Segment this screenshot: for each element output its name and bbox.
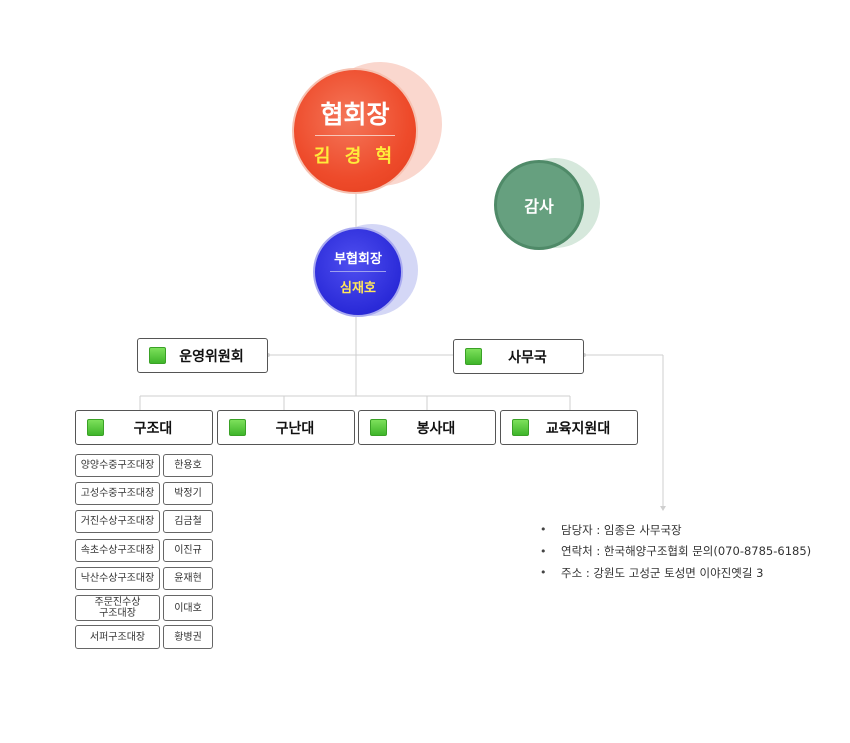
leader-name-cell: 김금철 <box>163 510 213 533</box>
leader-role-cell: 서퍼구조대장 <box>75 625 160 649</box>
unit-label: 구조대 <box>133 420 173 437</box>
secretariat-box[interactable]: 사무국 <box>453 339 584 374</box>
leader-name-cell: 박정기 <box>163 482 213 505</box>
leader-name-cell: 이진규 <box>163 539 213 562</box>
secretariat-marker-icon <box>465 348 482 365</box>
vice-president-title: 부협회장 <box>330 248 386 272</box>
contact-address-text: 주소 : 강원도 고성군 토성면 이야진옛길 3 <box>561 565 764 580</box>
contact-info-item: • 담당자 : 임종은 사무국장 <box>540 519 811 541</box>
president-title: 협회장 <box>315 95 395 136</box>
info-arrowhead <box>660 506 666 511</box>
unit-education-box[interactable]: 교육지원대 <box>500 410 638 445</box>
president-name: 김 경 혁 <box>313 145 397 167</box>
unit-label: 교육지원대 <box>545 420 611 437</box>
unit-salvage-box[interactable]: 구난대 <box>217 410 355 445</box>
leader-name-cell: 한용호 <box>163 454 213 477</box>
leader-name-cell: 윤재현 <box>163 567 213 590</box>
leader-name-cell: 황병권 <box>163 625 213 649</box>
secretariat-label: 사무국 <box>508 349 547 366</box>
vice-president-node[interactable]: 부협회장 심재호 <box>313 227 403 317</box>
contact-person-text: 담당자 : 임종은 사무국장 <box>561 522 682 537</box>
unit-marker-icon <box>87 419 104 436</box>
bullet-icon: • <box>540 523 547 537</box>
president-node[interactable]: 협회장 김 경 혁 <box>292 68 418 194</box>
leader-role-cell: 주문진수상 구조대장 <box>75 595 160 621</box>
contact-info-list: • 담당자 : 임종은 사무국장 • 연락처 : 한국해양구조협회 문의(070… <box>540 519 811 584</box>
committee-box[interactable]: 운영위원회 <box>137 338 268 373</box>
leader-role-cell: 고성수중구조대장 <box>75 482 160 505</box>
contact-info-item: • 주소 : 강원도 고성군 토성면 이야진옛길 3 <box>540 562 811 584</box>
unit-label: 봉사대 <box>416 420 456 437</box>
leader-role-cell: 속초수상구조대장 <box>75 539 160 562</box>
unit-volunteer-box[interactable]: 봉사대 <box>358 410 496 445</box>
leader-role-cell: 거진수상구조대장 <box>75 510 160 533</box>
leader-name-cell: 이대호 <box>163 595 213 621</box>
leader-role-cell: 양양수중구조대장 <box>75 454 160 477</box>
unit-label: 구난대 <box>275 420 315 437</box>
audit-title: 감사 <box>524 197 554 216</box>
contact-info-item: • 연락처 : 한국해양구조협회 문의(070-8785-6185) <box>540 541 811 563</box>
committee-label: 운영위원회 <box>179 348 244 365</box>
audit-node[interactable]: 감사 <box>494 160 584 250</box>
leader-role-cell: 낙산수상구조대장 <box>75 567 160 590</box>
bullet-icon: • <box>540 544 547 558</box>
unit-marker-icon <box>370 419 387 436</box>
committee-marker-icon <box>149 347 166 364</box>
contact-phone-text: 연락처 : 한국해양구조협회 문의(070-8785-6185) <box>561 544 812 559</box>
unit-marker-icon <box>229 419 246 436</box>
vice-president-name: 심재호 <box>340 281 376 296</box>
unit-rescue-box[interactable]: 구조대 <box>75 410 213 445</box>
unit-marker-icon <box>512 419 529 436</box>
bullet-icon: • <box>540 566 547 580</box>
